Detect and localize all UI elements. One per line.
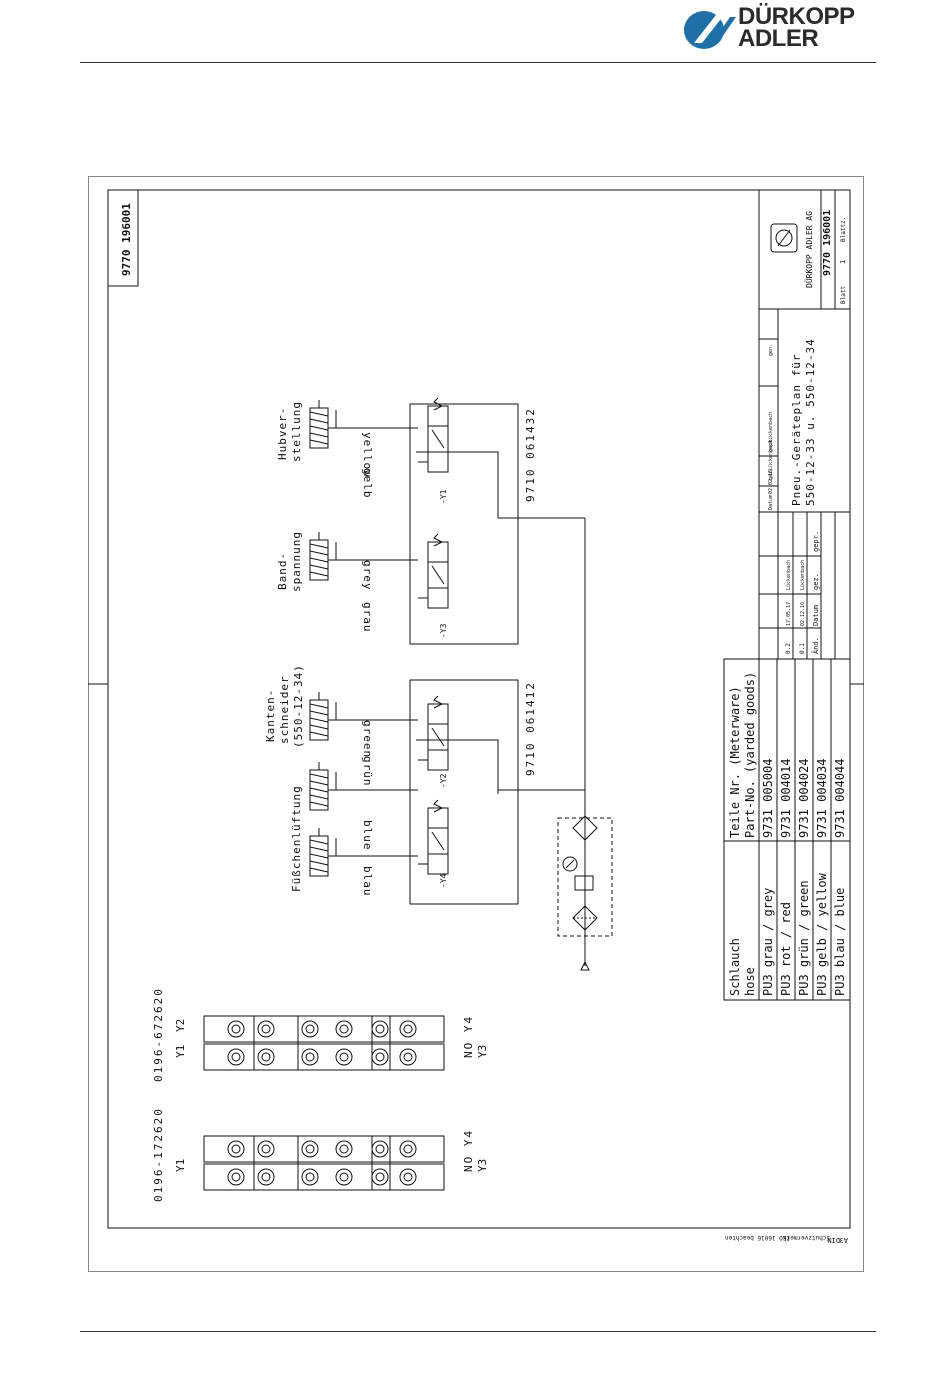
cylinder-fuss-label: Füßchenlüftung	[290, 785, 303, 892]
manifold-left-part: 0196-172620	[152, 1107, 165, 1202]
brand-name: DÜRKOPP ADLER	[738, 3, 855, 52]
cylinder-icon-3	[309, 692, 337, 741]
meta-gepr-name: Lückenbach	[768, 412, 774, 442]
table-row-part: 9731 005004	[761, 759, 775, 838]
table-row-part: 9731 004014	[779, 759, 793, 838]
valve-y2-label: -Y2	[439, 773, 448, 788]
hose-grau: grau	[361, 602, 374, 633]
manifold-left-no-y4: NO Y4	[462, 1129, 475, 1172]
meta-datum: Datum	[768, 495, 774, 510]
brand-logo-icon	[684, 11, 736, 49]
table-row-hose: PU3 gelb / yellow	[815, 872, 829, 996]
manifold-right-y3: Y3	[476, 1045, 489, 1058]
brand-line1: DÜRKOPP	[738, 3, 855, 30]
title-line2: 550-12-33 u. 550-12-34	[804, 338, 817, 506]
rev-row-by: Lückenbach	[800, 560, 806, 590]
table-header-part-en: Part-No. (yarded goods)	[743, 672, 757, 838]
cylinder-icon-1	[309, 828, 337, 877]
valve-y3-icon	[418, 533, 449, 609]
cylinder-icon-5	[309, 400, 337, 449]
valve-y2-icon	[418, 695, 449, 771]
pneumatic-diagram-sheet: 9770 196001 9710 061412 9710 061432 0196…	[88, 176, 864, 1272]
table-header-hose-de: Schlauch	[728, 938, 742, 996]
valve-y4-icon	[418, 799, 449, 875]
cylinder-icon-2	[309, 762, 337, 811]
valve-symbols	[418, 397, 449, 875]
title-drawing-number: 9770 196001	[822, 210, 833, 276]
brand-line2: ADLER	[738, 25, 819, 52]
meta-gen: gen.	[768, 344, 774, 356]
hose-grey: grey	[361, 560, 374, 591]
table-row-hose: PU3 rot / red	[779, 902, 793, 996]
protect-note: Schutzvermerk	[783, 1234, 830, 1241]
company-name: DÜRKOPP ADLER AG	[804, 211, 814, 288]
din-label: DIN	[827, 1236, 840, 1244]
iso-note: ISO 16016 beachten	[725, 1234, 790, 1241]
rev-header-gez: gez.	[812, 573, 820, 590]
rev-row-date: 17.05.17	[786, 602, 792, 626]
rev-row-date: 02.12.16	[800, 602, 806, 626]
manifold-right-part: 0196-672620	[152, 987, 165, 1082]
rev-header-gepr: gepr.	[812, 531, 820, 552]
valve-y1-label: -Y1	[439, 489, 448, 504]
sheet-value: 1	[839, 260, 847, 264]
footer-rule	[80, 1331, 876, 1332]
cylinder-kanten-label2: schneider	[278, 675, 291, 744]
sheet-label: Blatt	[840, 286, 847, 304]
table-row-hose: PU3 blau / blue	[833, 888, 847, 996]
valve-block-right-label: 9710 061432	[524, 407, 537, 502]
drawing-number-corner: 9770 196001	[120, 203, 133, 276]
cylinder-hub-label1: Hubver-	[276, 407, 289, 460]
valve-y1-icon	[418, 397, 449, 473]
cylinder-band-label2: spannung	[290, 531, 303, 592]
a3-label: A3	[840, 1236, 848, 1244]
rev-row-by: Lückenbach	[786, 560, 792, 590]
valve-block-left-label: 9710 061412	[524, 681, 537, 776]
table-row-hose: PU3 grün / green	[797, 880, 811, 996]
hose-gelb: gelb	[361, 468, 374, 499]
hose-blue: blue	[361, 820, 374, 851]
table-header-part-de: Teile Nr. (Meterware)	[728, 686, 742, 838]
meta-date: 02.02.16	[768, 470, 774, 494]
table-header-hose-en: hose	[743, 967, 757, 996]
service-unit-icon	[562, 815, 598, 971]
hose-gruen: grün	[361, 756, 374, 787]
hose-blau: blau	[361, 866, 374, 897]
manifold-right	[203, 1015, 445, 1071]
table-row-part: 9731 004034	[815, 759, 829, 838]
rev-header-aend: Änd.	[811, 637, 820, 654]
title-line1: Pneu.-Geräteplan für	[790, 354, 803, 506]
cylinder-symbols	[309, 400, 418, 877]
table-row-hose: PU3 grau / grey	[761, 888, 775, 996]
valve-y3-label: -Y3	[439, 623, 448, 638]
cylinder-band-label1: Band-	[276, 552, 289, 590]
manifold-left	[203, 1135, 445, 1191]
meta-gepr: gepr.	[768, 437, 774, 452]
manifold-left-y1: Y1	[174, 1159, 187, 1172]
company-logo-icon	[770, 223, 798, 253]
hose-green: green	[361, 720, 374, 758]
manifold-left-y3: Y3	[476, 1159, 489, 1172]
rev-header-datum: Datum	[812, 605, 820, 626]
hose-yellow: yellow	[361, 432, 374, 478]
cylinder-icon-4	[309, 532, 337, 581]
valve-y4-label: -Y4	[439, 873, 448, 888]
rev-row-number: 0.1	[799, 643, 806, 654]
meta-gez: gez.	[768, 468, 774, 480]
sheets-label: Blattz.	[840, 217, 847, 242]
header-rule	[80, 62, 876, 63]
cylinder-kanten-label3: (550-12-34)	[292, 664, 305, 748]
manifold-right-y1: Y1	[174, 1045, 187, 1058]
valve-manifolds	[203, 1015, 445, 1191]
meta-gez-name: Lückenbach	[768, 440, 774, 470]
table-row-part: 9731 004024	[797, 759, 811, 838]
manifold-right-y2: Y2	[174, 1019, 187, 1032]
table-row-part: 9731 004044	[833, 759, 847, 838]
manifold-right-no-y4: NO Y4	[462, 1015, 475, 1058]
rev-row-number: 0.2	[785, 643, 792, 654]
cylinder-kanten-label1: Kanten-	[264, 689, 277, 742]
cylinder-hub-label2: stellung	[290, 401, 303, 462]
